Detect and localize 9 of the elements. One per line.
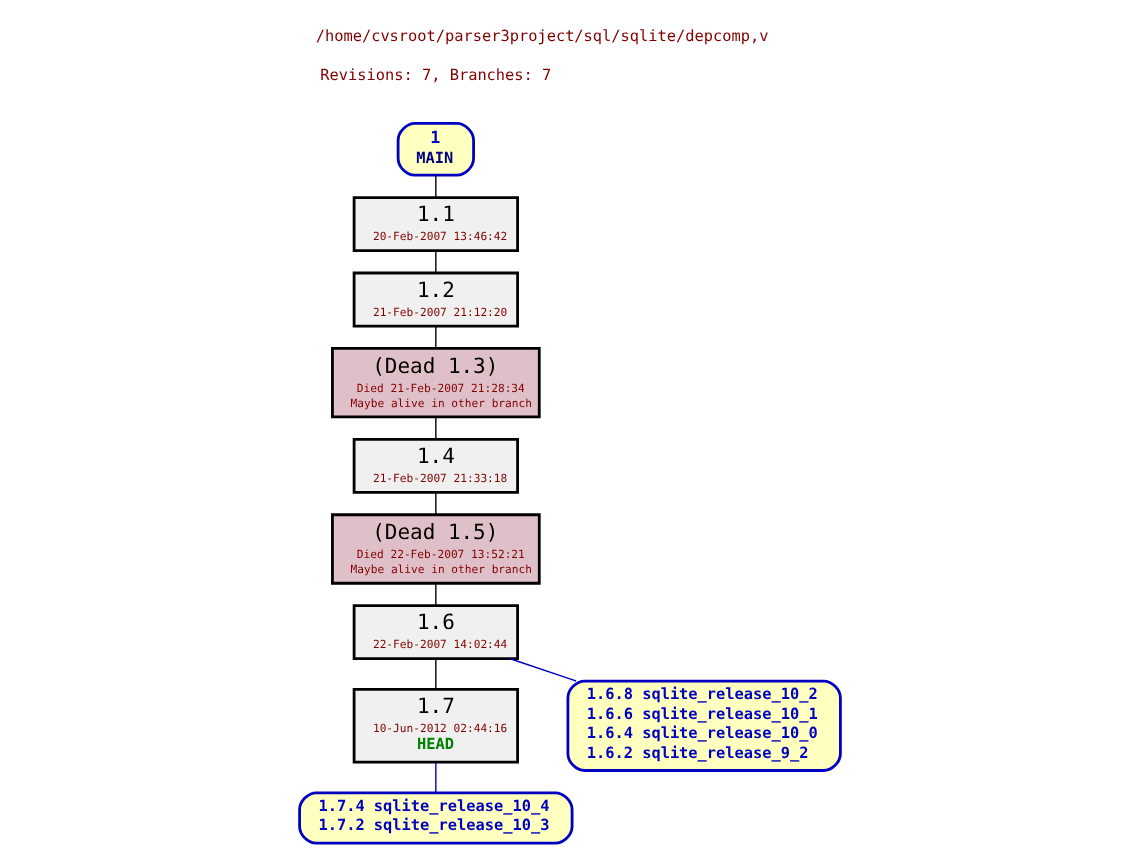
connector [434,658,436,691]
connector [434,325,436,350]
connector [434,761,436,794]
connector [434,250,436,274]
connector [434,416,436,440]
connector [508,658,576,682]
connector [434,582,436,606]
connector [434,174,436,198]
connector [434,491,436,516]
